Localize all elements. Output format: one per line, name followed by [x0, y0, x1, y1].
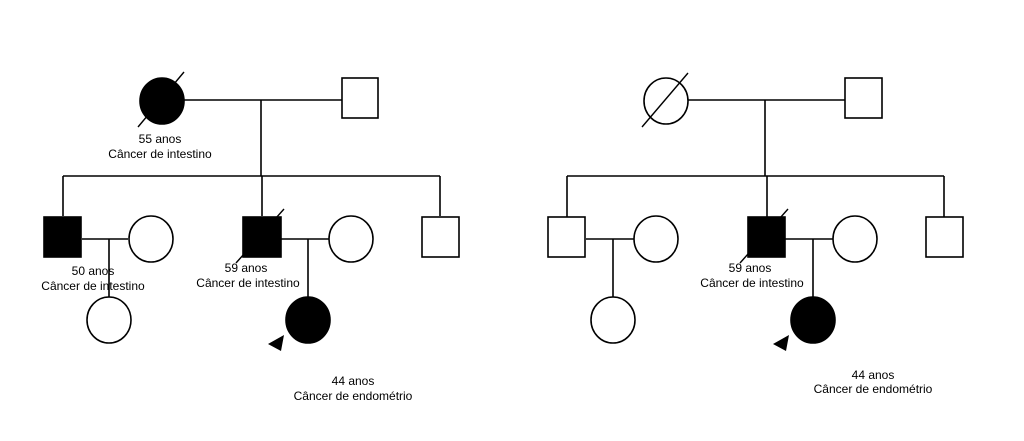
father-deceased-mark [235, 208, 285, 264]
right-father-condition-label: Câncer de intestino [700, 276, 804, 290]
proband-age-label: 44 anos [332, 374, 375, 388]
right-grandfather-symbol [844, 77, 883, 119]
father-affected-symbol [242, 216, 282, 258]
left-sibling-symbol [421, 216, 460, 258]
mother-symbol [328, 215, 374, 263]
uncle-age-label: 50 anos [72, 264, 115, 278]
right-pedigree: 59 anos Câncer de intestino 44 anos Cânc… [547, 72, 964, 396]
grandmother-age-label: 55 anos [139, 132, 182, 146]
left-pedigree: 55 anos Câncer de intestino 50 anos Cânc… [41, 71, 460, 403]
proband-condition-label: Câncer de endométrio [294, 389, 413, 403]
father-age-label: 59 anos [225, 261, 268, 275]
uncle-condition-label: Câncer de intestino [41, 279, 145, 293]
right-mother-symbol [832, 215, 878, 263]
right-sibling-symbol [925, 216, 964, 258]
right-cousin-symbol [590, 296, 636, 344]
father-condition-label: Câncer de intestino [196, 276, 300, 290]
grandmother-condition-label: Câncer de intestino [108, 147, 212, 161]
proband-affected-symbol [285, 296, 331, 344]
right-father-affected-symbol [747, 216, 786, 258]
right-proband-arrow-icon [773, 335, 789, 351]
right-grandmother-deceased-mark [641, 72, 689, 128]
cousin-symbol [86, 296, 132, 344]
proband-arrow-icon [268, 335, 284, 351]
right-uncle-symbol [547, 216, 586, 258]
grandfather-symbol [341, 77, 379, 119]
right-proband-affected-symbol [790, 296, 836, 344]
right-uncle-spouse-symbol [633, 215, 679, 263]
grandmother-deceased-mark [137, 71, 185, 128]
right-proband-condition-label: Câncer de endométrio [814, 382, 933, 396]
uncle-spouse-symbol [128, 215, 174, 263]
uncle-affected-symbol [43, 216, 82, 258]
right-proband-age-label: 44 anos [852, 368, 895, 382]
right-father-deceased-mark [739, 208, 789, 264]
right-father-age-label: 59 anos [729, 261, 772, 275]
